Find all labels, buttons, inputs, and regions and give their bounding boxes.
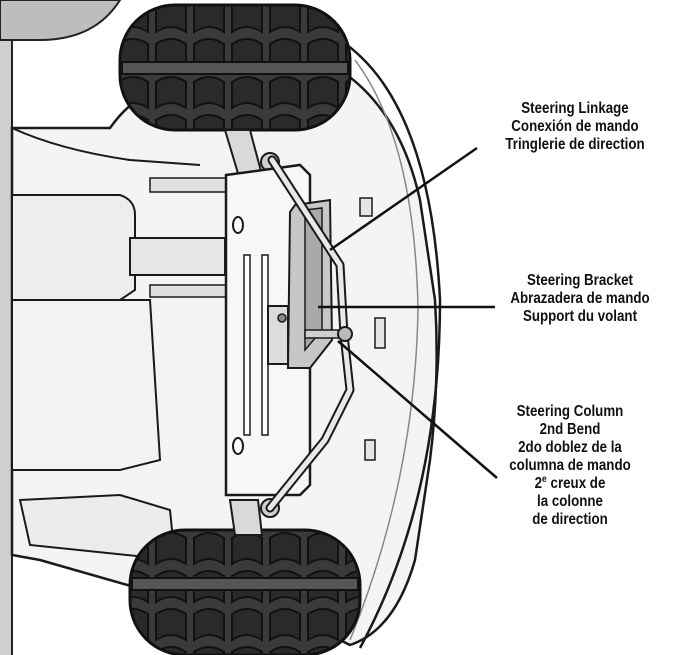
steering-column-pin: [304, 326, 353, 342]
label-steering-linkage: Steering Linkage Conexión de mando Tring…: [505, 100, 645, 153]
label-steering-bracket: Steering Bracket Abrazadera de mando Sup…: [510, 272, 650, 325]
label-steering-column: Steering Column 2nd Bend 2do doblez de l…: [509, 403, 631, 528]
corner-badge: [0, 0, 122, 41]
front-wheel-top: [118, 3, 352, 132]
frame-edge: [0, 0, 12, 655]
body-panel-upper: [11, 194, 136, 301]
front-wheel-bottom: [128, 528, 362, 655]
leader-column: [337, 340, 498, 479]
body-panel-lower: [11, 299, 162, 471]
fender-curve: [339, 38, 442, 649]
leader-linkage: [329, 146, 478, 252]
